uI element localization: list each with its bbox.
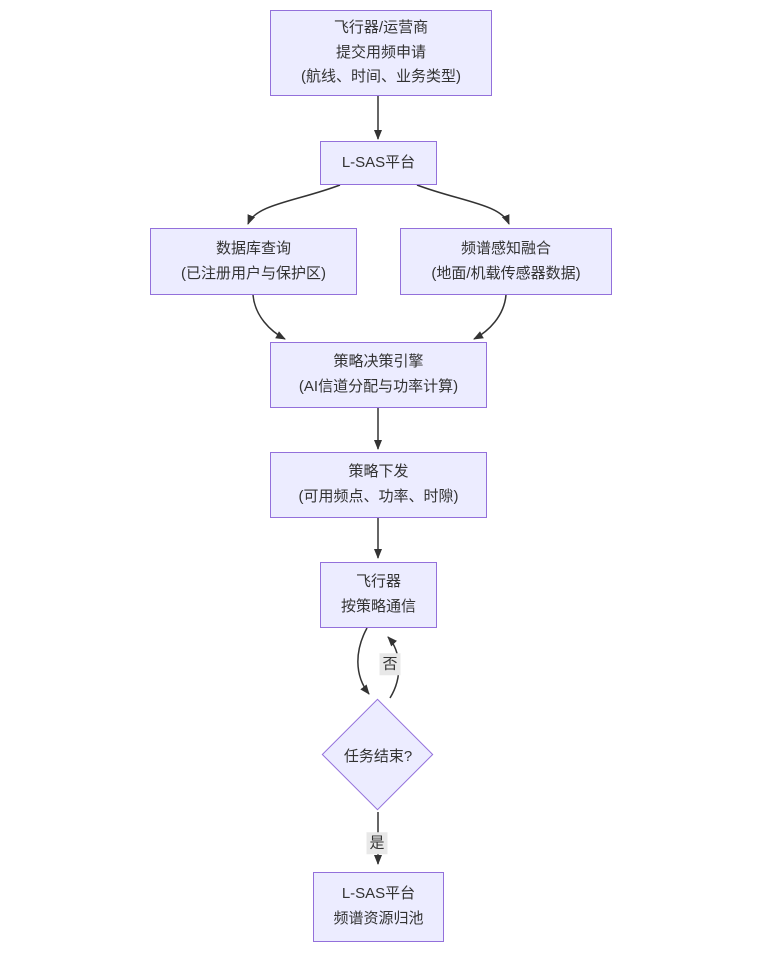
node-spectrum-resource-pool: L-SAS平台 频谱资源归池: [313, 872, 444, 942]
edge-lsas-to-db: [247, 184, 341, 225]
node-policy-decision-engine: 策略决策引擎 (AI信道分配与功率计算): [270, 342, 487, 408]
edge-lsas-to-sense: [416, 184, 510, 225]
node-policy-dispatch: 策略下发 (可用频点、功率、时隙): [270, 452, 487, 518]
edge-label-no: 否: [379, 653, 401, 675]
node-database-query: 数据库查询 (已注册用户与保护区): [150, 228, 357, 295]
node-submit-application: 飞行器/运营商 提交用频申请 (航线、时间、业务类型): [270, 10, 492, 96]
edge-comm-to-decision: [357, 627, 370, 695]
node-task-end-decision: 任务结束?: [321, 698, 435, 812]
node-aircraft-communication: 飞行器 按策略通信: [320, 562, 437, 628]
edge-label-yes: 是: [366, 832, 388, 854]
edge-sense-to-engine: [473, 294, 507, 340]
decision-label: 任务结束?: [343, 747, 413, 765]
edge-db-to-engine: [252, 294, 286, 340]
node-spectrum-sensing-fusion: 频谱感知融合 (地面/机载传感器数据): [400, 228, 612, 295]
node-lsas-platform: L-SAS平台: [320, 141, 437, 185]
